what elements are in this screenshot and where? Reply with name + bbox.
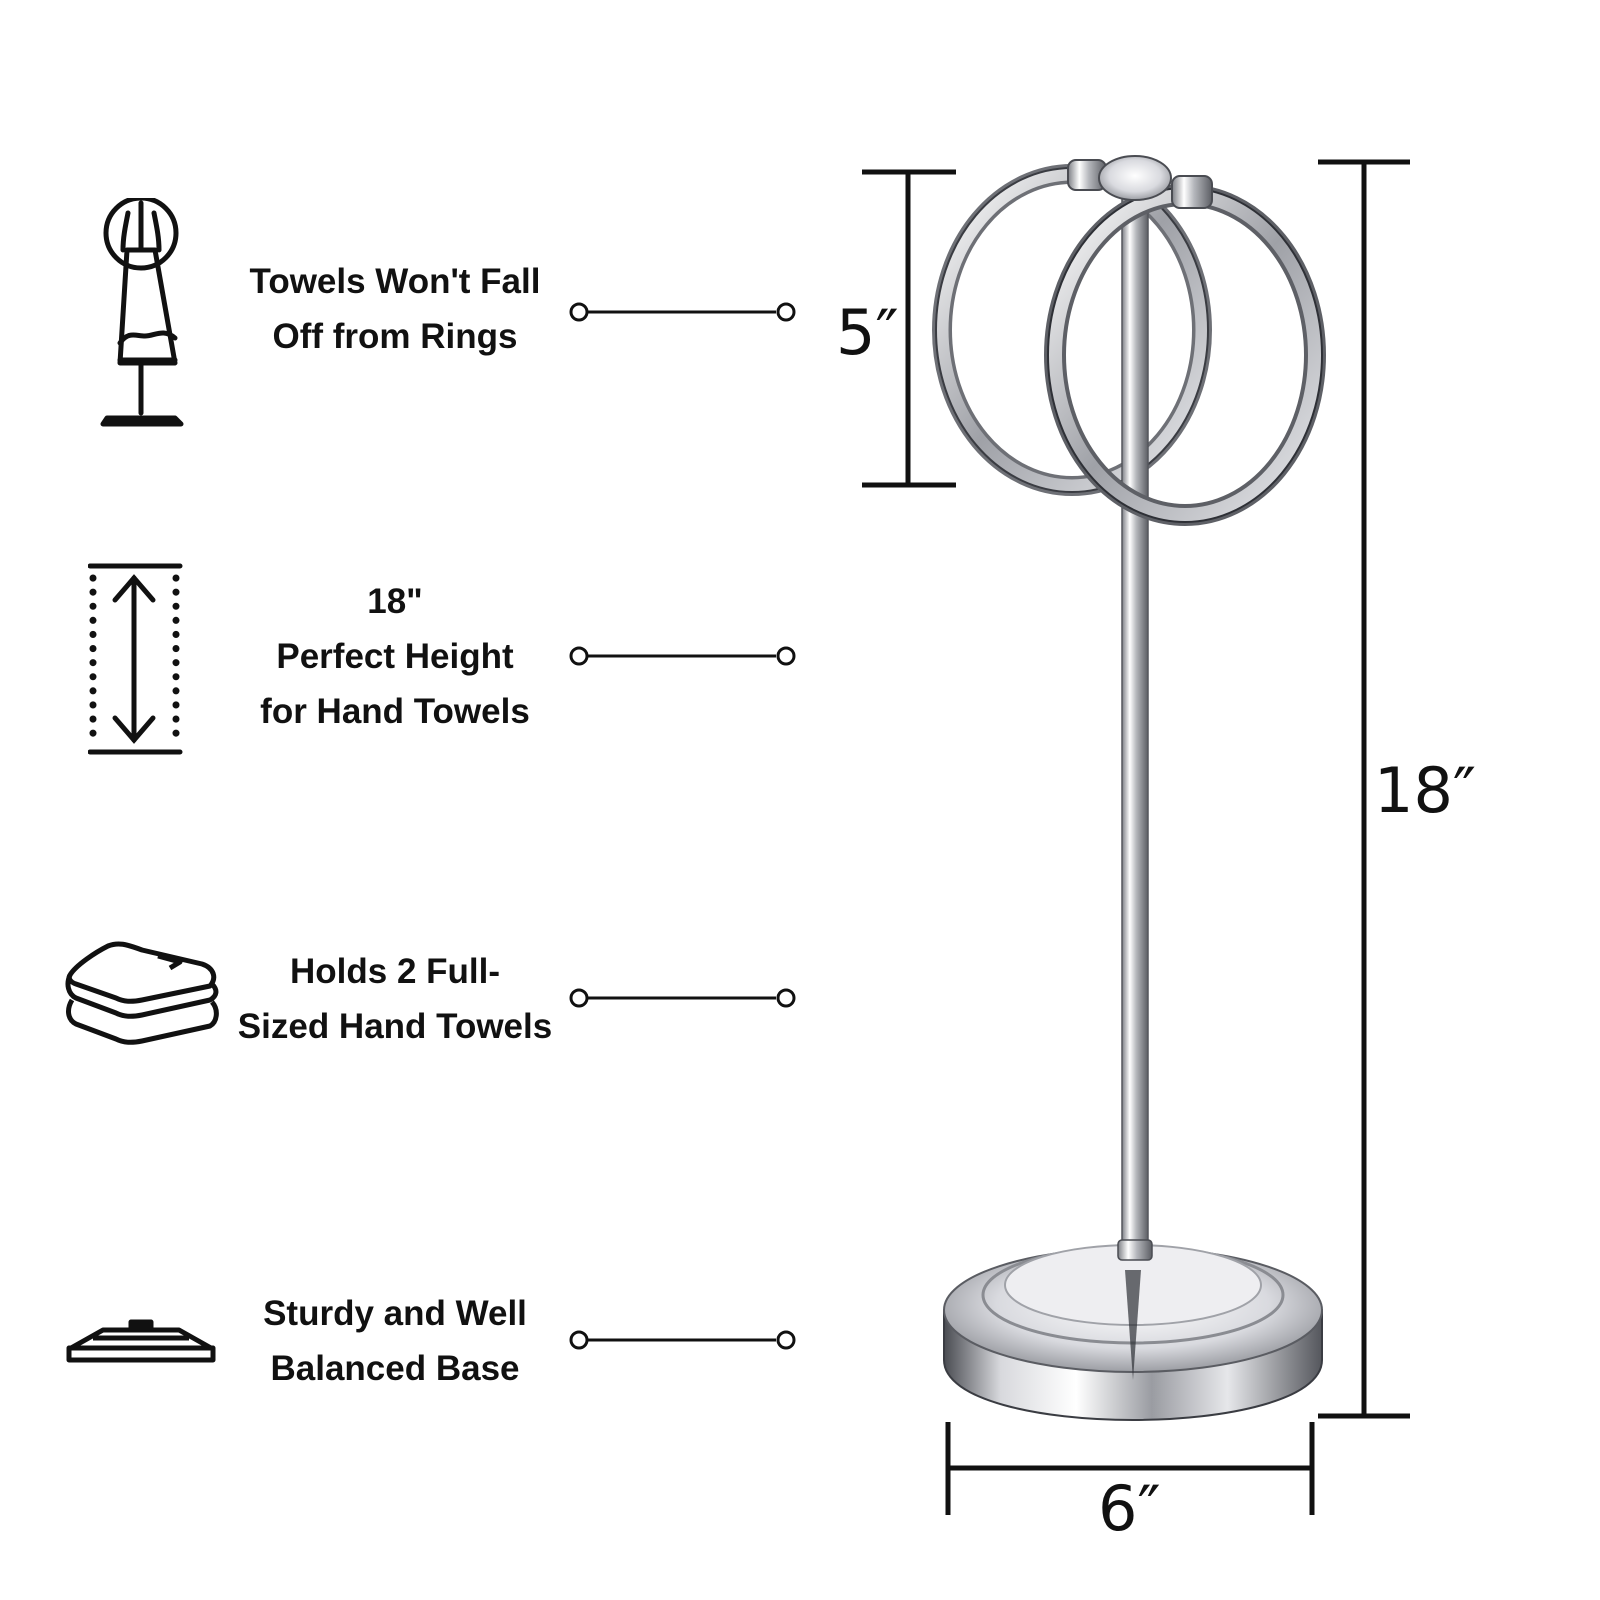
- ring-connector: [1067, 155, 1213, 209]
- connector-line: [569, 646, 796, 666]
- feature-text-rings: Towels Won't Fall Off from Rings: [240, 254, 550, 364]
- feature-line: Balanced Base: [270, 1349, 520, 1388]
- feature-line: 18": [367, 582, 423, 621]
- weighted-base-icon: [66, 1319, 216, 1363]
- feature-line: Off from Rings: [272, 317, 518, 356]
- stand-base: [943, 1239, 1323, 1422]
- towel-on-ring-stand-icon: [100, 198, 184, 427]
- feature-text-height: 18" Perfect Height for Hand Towels: [240, 574, 550, 739]
- feature-text-towels: Holds 2 Full- Sized Hand Towels: [226, 944, 564, 1054]
- ring-diameter-label: 5″: [836, 296, 899, 369]
- feature-line: Towels Won't Fall: [249, 262, 541, 301]
- feature-line: Sturdy and Well: [263, 1294, 527, 1333]
- feature-line: Perfect Height: [276, 637, 514, 676]
- feature-text-base: Sturdy and Well Balanced Base: [240, 1286, 550, 1396]
- feature-line: Sized Hand Towels: [237, 1007, 553, 1046]
- width-dimension-line: [945, 1422, 1315, 1515]
- feature-line: for Hand Towels: [260, 692, 530, 731]
- height-arrow-icon: [88, 563, 183, 755]
- height-label: 18″: [1374, 754, 1477, 827]
- connector-line: [569, 1330, 796, 1350]
- base-width-label: 6″: [1098, 1472, 1161, 1545]
- connector-line: [569, 988, 796, 1008]
- feature-line: Holds 2 Full-: [290, 952, 500, 991]
- height-dimension-line: [1318, 159, 1410, 1419]
- stand-pole: [1121, 189, 1149, 1251]
- folded-towels-icon: [65, 941, 219, 1045]
- connector-line: [569, 302, 796, 322]
- ring-dimension-line: [862, 169, 956, 488]
